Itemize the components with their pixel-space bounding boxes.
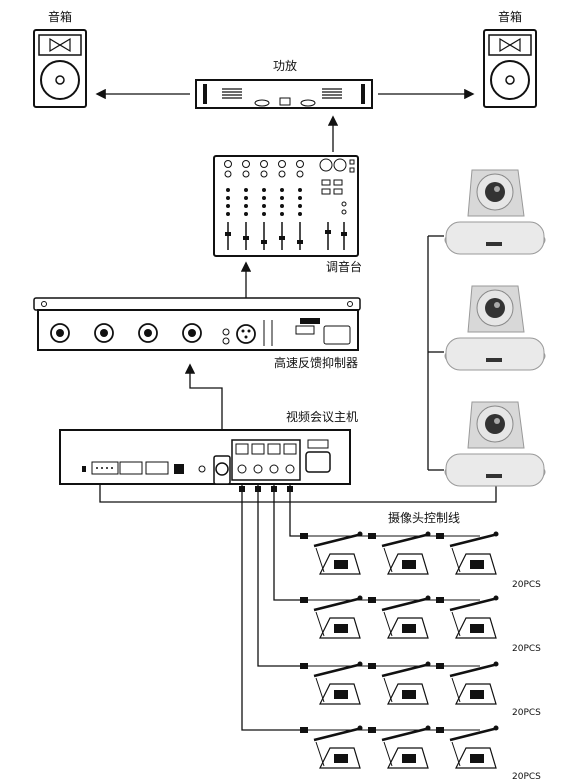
mic-trunk-lines — [241, 484, 300, 731]
speaker-left: 音箱 — [33, 9, 87, 108]
microphone-unit-icon — [436, 661, 499, 705]
speaker-left-label: 音箱 — [48, 9, 72, 24]
amplifier: 功放 — [195, 58, 373, 109]
speaker-icon — [33, 29, 87, 108]
microphone-unit-icon — [436, 725, 499, 769]
amplifier-label: 功放 — [273, 58, 297, 73]
row-count-3: 20PCS — [512, 708, 541, 718]
video-conference-host: 视频会议主机 — [59, 409, 358, 485]
speaker-right-label: 音箱 — [498, 9, 522, 24]
microphone-unit-icon — [368, 531, 431, 575]
speaker-right: 音箱 — [483, 9, 537, 108]
microphone-unit-icon — [300, 661, 363, 705]
host-to-suppressor-arrow — [184, 363, 223, 458]
camera-icon — [444, 169, 546, 255]
microphone-unit-icon — [300, 595, 363, 639]
feedback-suppressor-label: 高速反馈抑制器 — [274, 355, 358, 370]
microphone-grid — [300, 531, 499, 769]
row-counts: 20PCS 20PCS 20PCS 20PCS — [512, 580, 541, 782]
camera-icon — [444, 285, 546, 371]
microphone-unit-icon — [368, 661, 431, 705]
mixer-label: 调音台 — [326, 259, 362, 274]
microphone-unit-icon — [436, 531, 499, 575]
microphone-unit-icon — [368, 595, 431, 639]
amplifier-icon — [195, 79, 373, 109]
speaker-icon — [483, 29, 537, 108]
microphone-unit-icon — [368, 725, 431, 769]
host-output-connectors — [239, 486, 293, 492]
camera-stack — [444, 169, 546, 487]
camera-icon — [444, 401, 546, 487]
mic-row-1 — [300, 531, 499, 575]
video-host-label: 视频会议主机 — [286, 409, 358, 424]
microphone-unit-icon — [300, 531, 363, 575]
row-count-2: 20PCS — [512, 644, 541, 654]
feedback-suppressor: 高速反馈抑制器 — [33, 297, 361, 370]
rack-unit-icon — [33, 297, 361, 351]
rack-unit-icon — [59, 429, 351, 485]
microphone-unit-icon — [300, 725, 363, 769]
camera-control-line-label: 摄像头控制线 — [388, 510, 460, 525]
mixer-icon — [213, 155, 359, 257]
mic-row-2 — [300, 595, 499, 639]
row-count-1: 20PCS — [512, 580, 541, 590]
row-count-4: 20PCS — [512, 772, 541, 782]
mic-row-4 — [300, 725, 499, 769]
microphone-unit-icon — [436, 595, 499, 639]
mixer: 调音台 — [213, 155, 362, 274]
mic-row-3 — [300, 661, 499, 705]
